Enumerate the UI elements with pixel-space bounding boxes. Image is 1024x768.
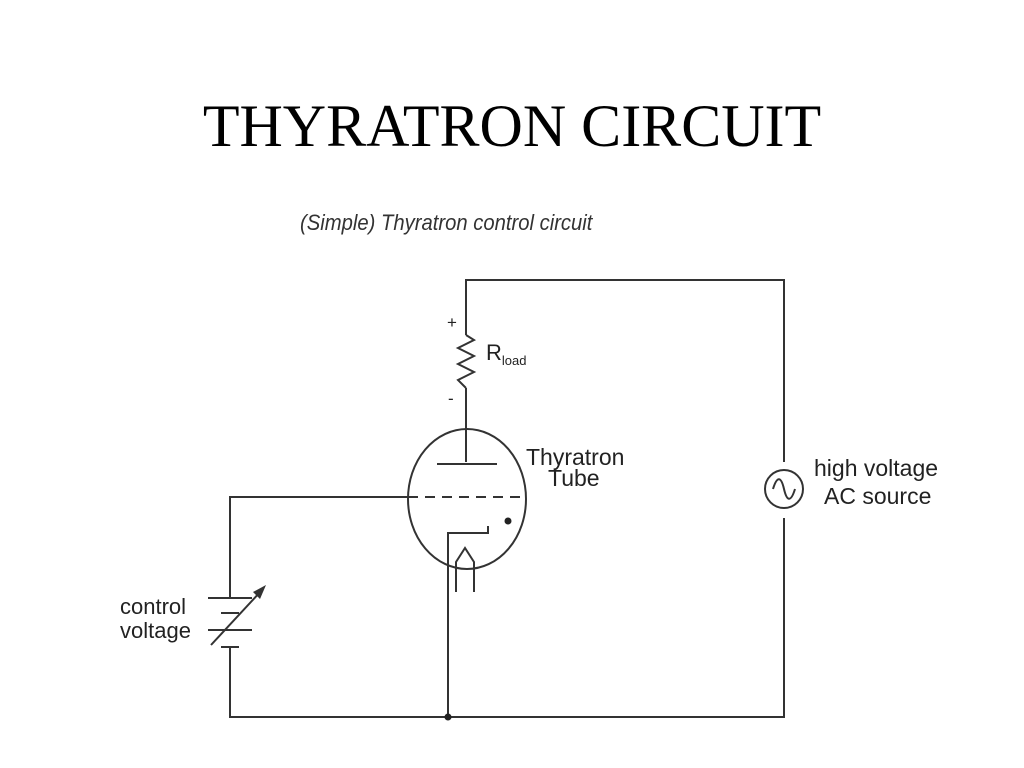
resistor-label: Rload xyxy=(486,340,526,368)
junction-dot xyxy=(444,713,452,721)
wire-grid xyxy=(229,496,408,598)
wire-top xyxy=(465,279,785,462)
control-label-line1: control xyxy=(120,594,186,619)
control-label-line2: voltage xyxy=(120,618,191,643)
variable-battery-icon xyxy=(208,589,263,648)
wire-right xyxy=(448,518,785,718)
source-label-line1: high voltage xyxy=(814,455,938,481)
slide-title: THYRATRON CIRCUIT xyxy=(202,93,822,159)
ac-source-icon xyxy=(764,469,804,509)
resistor-label-sub: load xyxy=(502,353,527,368)
gas-dot xyxy=(504,517,512,525)
resistor-icon xyxy=(455,334,477,389)
tube-label-line1: Thyratron xyxy=(526,444,624,470)
thyratron-tube-icon xyxy=(407,428,527,592)
source-label-line2: AC source xyxy=(824,483,931,509)
minus-label: - xyxy=(448,389,454,408)
arrowhead-icon xyxy=(253,585,266,599)
wire-bottom-left xyxy=(229,648,448,718)
resistor-label-main: R xyxy=(486,340,502,365)
plus-label: + xyxy=(447,313,457,332)
diagram-caption: (Simple) Thyratron control circuit xyxy=(300,210,593,235)
tube-label-line2: Tube xyxy=(548,465,600,491)
